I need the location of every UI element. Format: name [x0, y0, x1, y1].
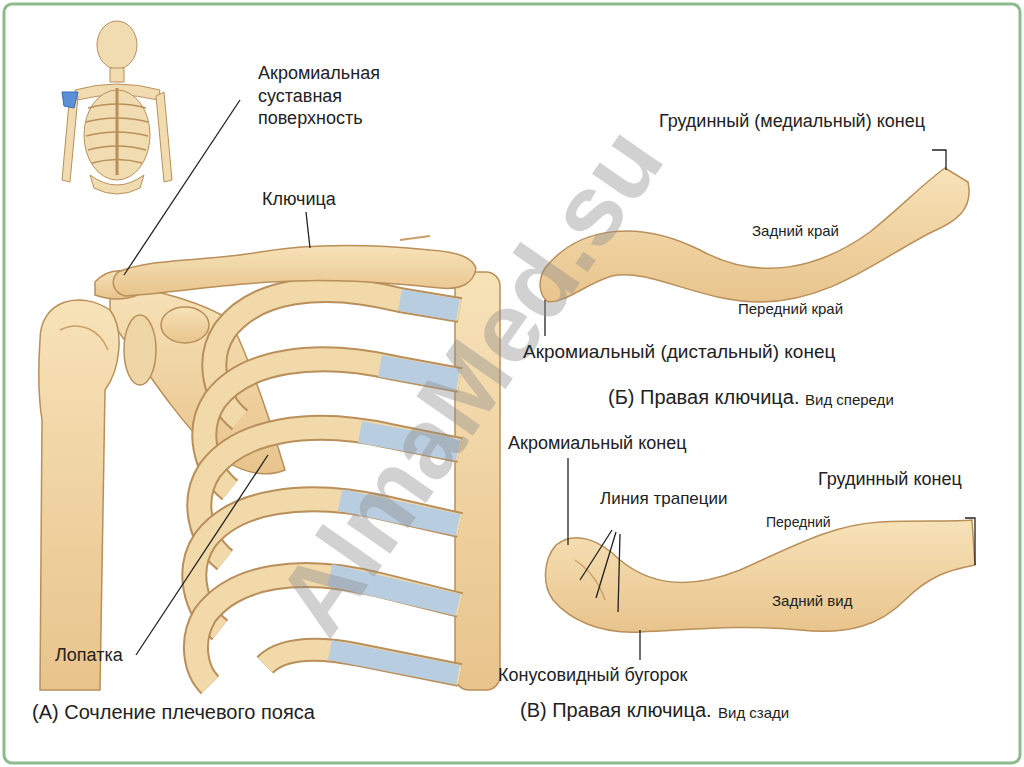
- part-label: Акромиальный (дистальный) конец: [523, 340, 835, 364]
- part-label: Ключица: [262, 188, 336, 211]
- panel-caption: (Б) Правая ключица.: [608, 385, 799, 410]
- part-label: Конусовидный бугорок: [498, 664, 688, 687]
- part-label: Линия трапеции: [600, 488, 728, 509]
- mini-skeleton: [62, 21, 172, 194]
- view-note: Вид спереди: [805, 391, 894, 410]
- leader-lines: [124, 100, 975, 660]
- clavicle-posterior: [545, 520, 975, 632]
- part-label: Грудинный конец: [818, 468, 962, 491]
- part-label: Грудинный (медиальный) конец: [650, 110, 925, 133]
- edge-label: Передний: [766, 514, 831, 532]
- panel-caption: (В) Правая ключица.: [520, 698, 712, 723]
- edge-label: Задний край: [752, 222, 839, 241]
- view-note: Вид сзади: [718, 704, 789, 723]
- edge-label: Передний край: [738, 300, 843, 319]
- panel-caption: (А) Сочление плечевого пояса: [32, 700, 315, 725]
- part-label: Акромиальный конец: [508, 432, 687, 455]
- part-label: Акромиальная суставная поверхность: [258, 62, 408, 130]
- view-note: Задний вид: [772, 592, 852, 611]
- part-label: Лопатка: [55, 644, 123, 667]
- frame: [4, 4, 1020, 763]
